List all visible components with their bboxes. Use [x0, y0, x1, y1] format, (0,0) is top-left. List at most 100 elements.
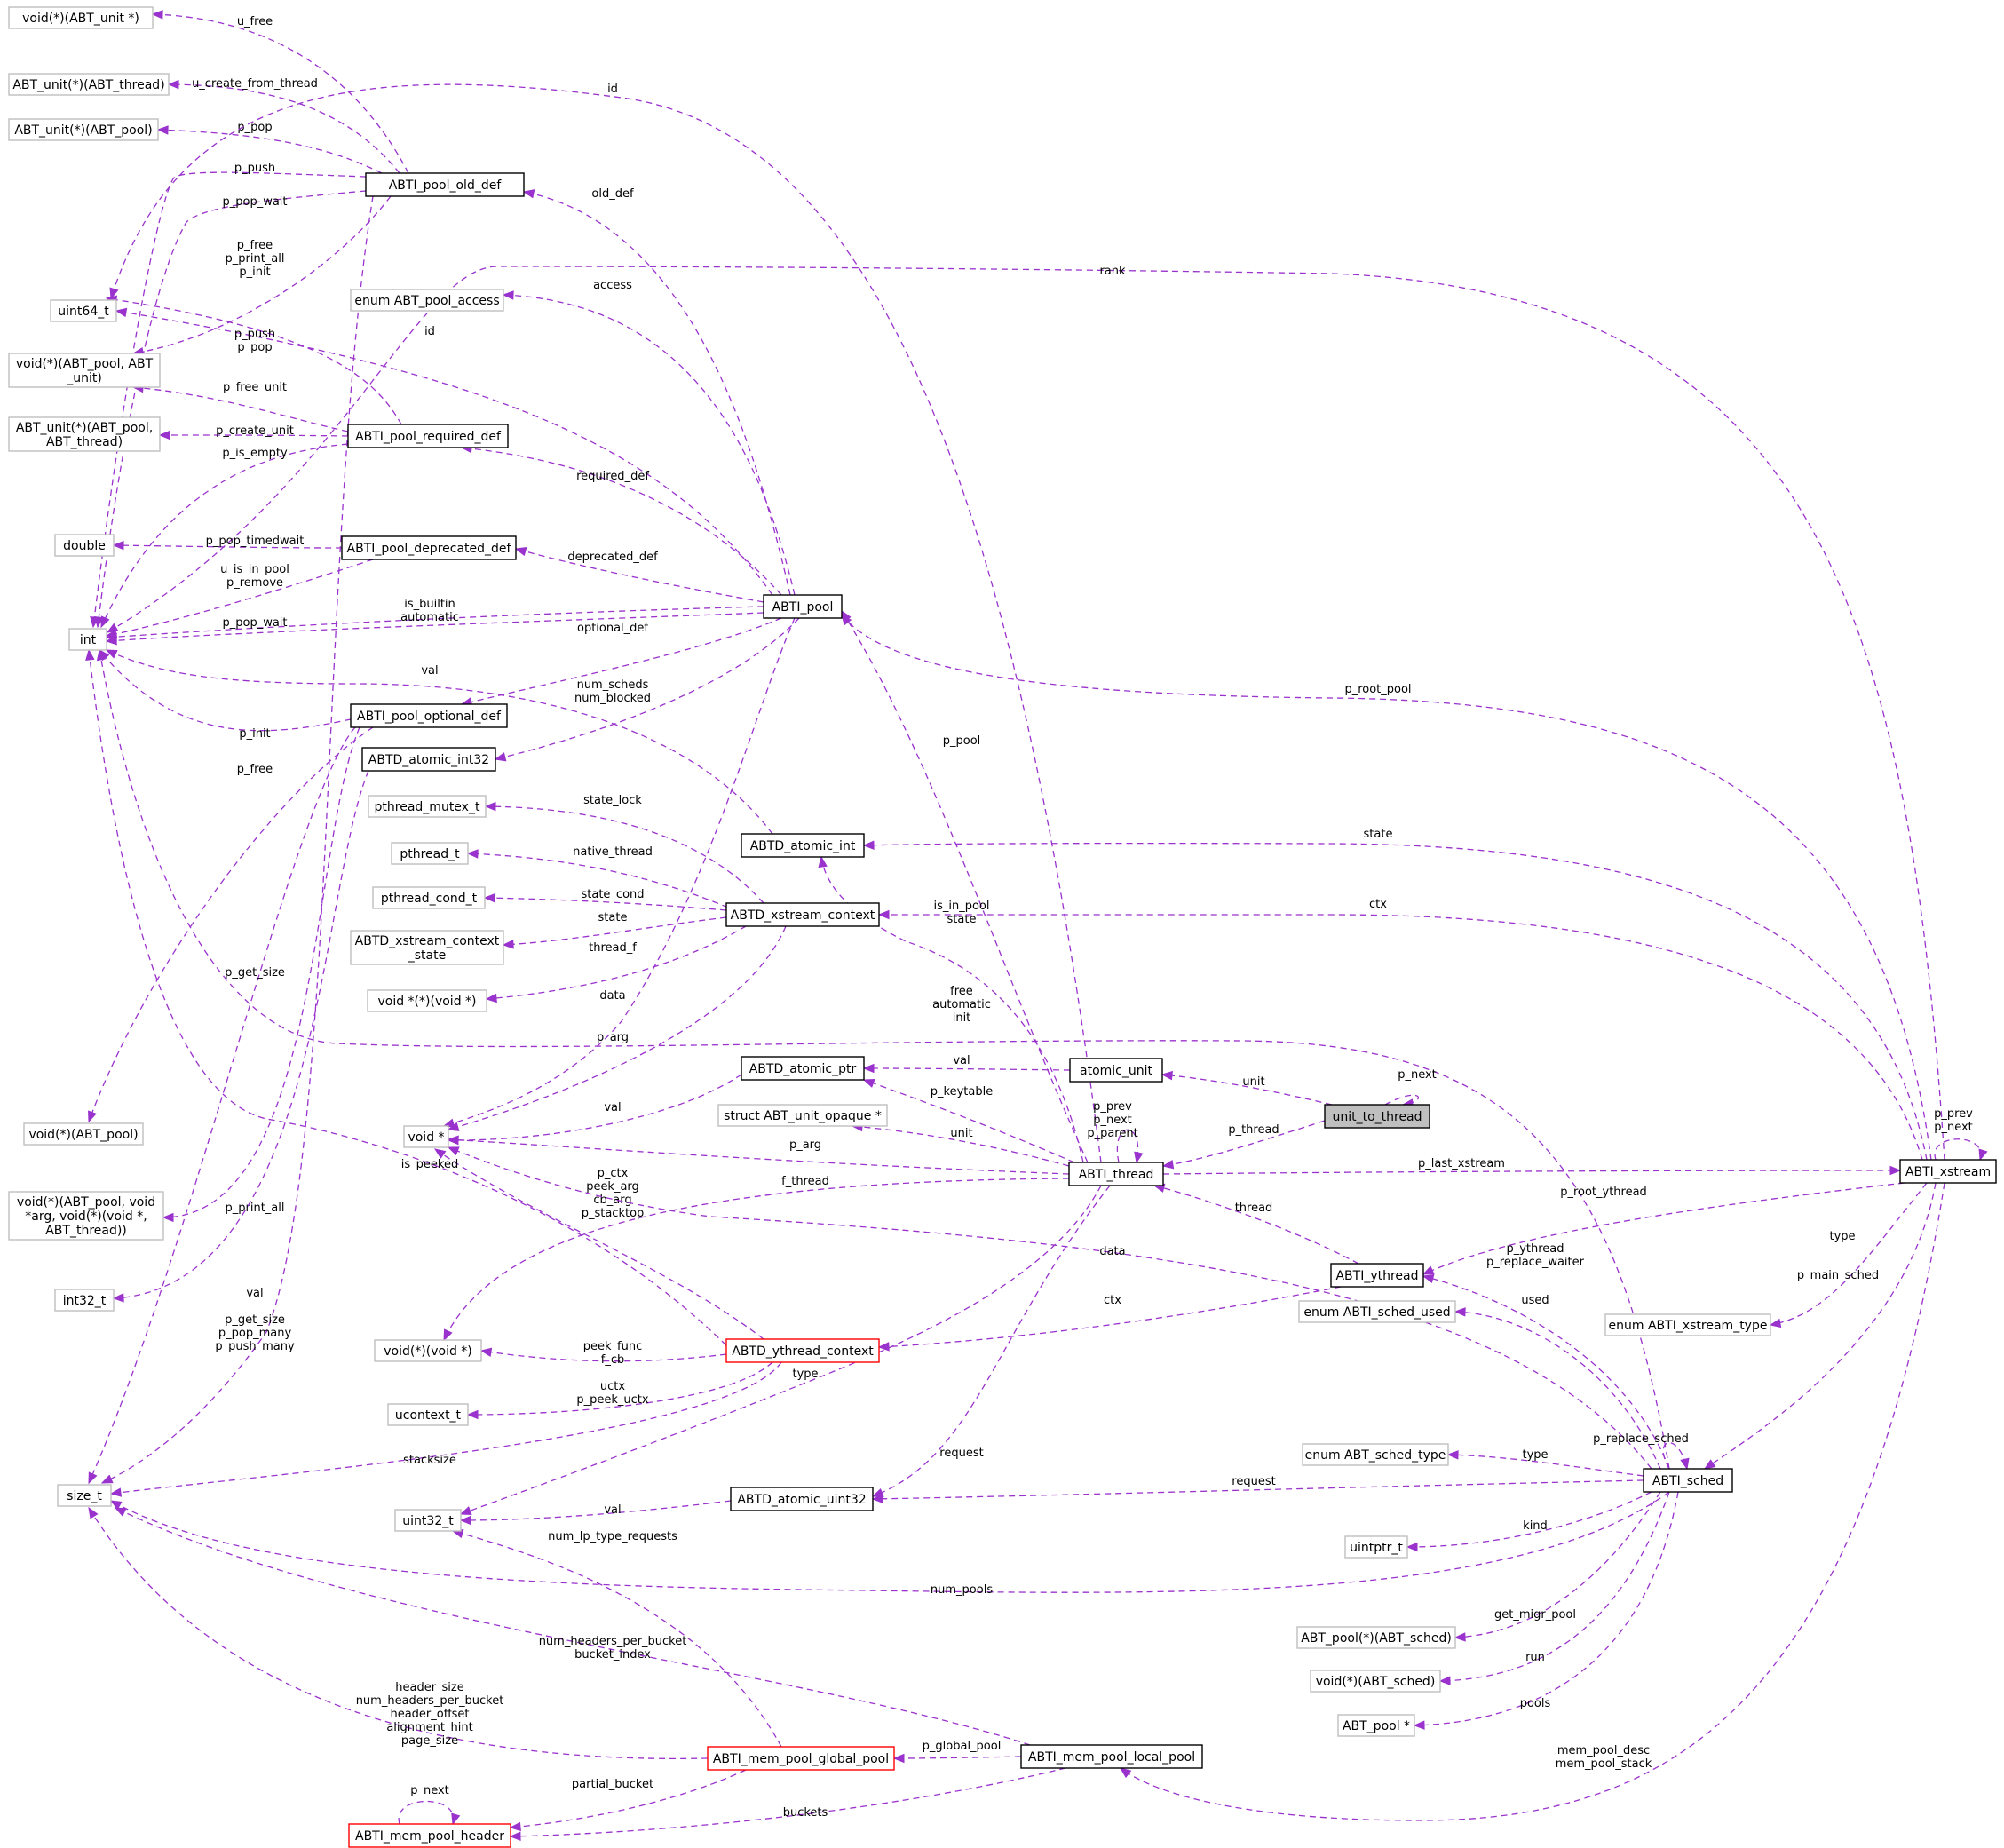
edge-line	[1116, 1129, 1139, 1163]
node-u2t[interactable]: unit_to_thread	[1324, 1104, 1430, 1129]
node-unit-pool-thread[interactable]: ABT_unit(*)(ABT_pool,ABT_thread)	[8, 416, 161, 452]
node-vpvp[interactable]: void *(*)(void *)	[367, 989, 487, 1012]
node-label: _unit)	[66, 371, 102, 385]
node-int32[interactable]: int32_t	[54, 1289, 115, 1312]
node-enum-stype[interactable]: enum ABT_sched_type	[1302, 1443, 1449, 1466]
edge-arrowhead	[112, 540, 124, 551]
edge-arrowhead	[100, 1474, 114, 1484]
node-xctx-state[interactable]: ABTD_xstream_context_state	[350, 930, 504, 965]
node-req-def[interactable]: ABTI_pool_required_def	[347, 424, 509, 448]
edge-label: header_offset	[390, 1708, 469, 1721]
edge-label: bucket_index	[574, 1648, 651, 1662]
edge-arrowhead	[85, 648, 95, 662]
edge-line	[523, 191, 791, 596]
node-uctx[interactable]: ucontext_t	[387, 1403, 469, 1426]
edge-opt-size: p_get_size	[88, 726, 356, 1485]
edge-line	[88, 649, 727, 1346]
node-pthread[interactable]: pthread_t	[391, 842, 469, 865]
node-box	[1069, 1058, 1163, 1083]
edge-arrowhead	[877, 909, 890, 920]
edge-thread-pool: p_pool	[841, 609, 1089, 1163]
edge-arrowhead	[109, 1500, 123, 1511]
edge-u2t-thread: p_thread	[1161, 1120, 1326, 1170]
node-pool[interactable]: ABTI_pool	[763, 594, 843, 619]
edge-label: val	[604, 1101, 621, 1114]
node-label: ABTI_ythread	[1335, 1269, 1418, 1283]
edge-label: p_ythread	[1506, 1242, 1564, 1256]
edge-label: header_size	[395, 1681, 464, 1694]
node-box	[8, 353, 161, 388]
edge-sched-stype: type	[1446, 1448, 1644, 1477]
node-uint64[interactable]: uint64_t	[50, 299, 117, 322]
node-migr[interactable]: ABT_pool(*)(ABT_sched)	[1296, 1626, 1456, 1649]
edge-xctx-mutex: state_lock	[484, 794, 764, 904]
node-box	[1068, 1162, 1164, 1186]
node-au32[interactable]: ABTD_atomic_uint32	[730, 1487, 874, 1511]
node-label: void *(*)(void *)	[377, 995, 476, 1009]
node-vf-unit[interactable]: void(*)(ABT_unit *)	[8, 6, 154, 29]
edge-label: state_lock	[583, 794, 642, 807]
edge-label: p_arg	[597, 1031, 629, 1044]
edge-line	[1422, 1275, 1670, 1470]
node-label: double	[63, 539, 106, 553]
node-uint32[interactable]: uint32_t	[394, 1509, 462, 1532]
node-aptr[interactable]: ABTD_atomic_ptr	[741, 1056, 865, 1081]
node-vf-print[interactable]: void(*)(ABT_pool, void*arg, void(*)(void…	[8, 1191, 164, 1241]
node-int[interactable]: int	[68, 628, 107, 651]
node-thread[interactable]: ABTI_thread	[1068, 1162, 1164, 1186]
node-sched[interactable]: ABTI_sched	[1643, 1468, 1733, 1493]
node-enum-used[interactable]: enum ABTI_sched_used	[1298, 1300, 1456, 1323]
edge-label: id	[607, 83, 618, 96]
edge-label: mem_pool_desc	[1557, 1744, 1650, 1757]
node-vf-pool-unit[interactable]: void(*)(ABT_pool, ABT_unit)	[8, 353, 161, 388]
edge-arrowhead	[447, 1146, 460, 1156]
node-size[interactable]: size_t	[57, 1484, 112, 1507]
node-cond[interactable]: pthread_cond_t	[372, 886, 486, 909]
edge-line	[485, 805, 764, 904]
edge-arrowhead	[862, 840, 875, 850]
edge-label: p_ctx	[598, 1167, 629, 1180]
node-enum-xtype[interactable]: enum ABTI_xstream_type	[1604, 1313, 1771, 1336]
node-lpool[interactable]: ABTI_mem_pool_local_pool	[1020, 1744, 1203, 1769]
node-label: ABT_unit(*)(ABT_pool)	[14, 123, 152, 138]
edge-xctx-vpvp: thread_f	[485, 925, 747, 1003]
node-yctx[interactable]: ABTD_ythread_context	[725, 1338, 880, 1363]
node-vfvp[interactable]: void(*)(void *)	[374, 1339, 482, 1362]
node-vf-sched[interactable]: void(*)(ABT_sched)	[1310, 1670, 1441, 1693]
node-ythread[interactable]: ABTI_ythread	[1330, 1263, 1424, 1288]
edge-label: val	[246, 1287, 263, 1300]
node-xctx[interactable]: ABTD_xstream_context	[725, 902, 880, 927]
node-box	[1302, 1443, 1449, 1466]
edge-label: val	[421, 664, 438, 678]
node-old-def[interactable]: ABTI_pool_old_def	[365, 172, 525, 197]
edge-arrowhead	[1680, 1457, 1690, 1471]
node-box	[1337, 1714, 1415, 1737]
edge-arrowhead	[1422, 1265, 1435, 1275]
edge-arrowhead	[451, 1812, 461, 1826]
node-uintptr[interactable]: uintptr_t	[1344, 1535, 1408, 1559]
node-dep-def[interactable]: ABTI_pool_deprecated_def	[341, 535, 517, 560]
node-box	[403, 1125, 449, 1148]
node-box	[348, 1823, 511, 1848]
edge-label: peek_arg	[586, 1180, 639, 1194]
node-header[interactable]: ABTI_mem_pool_header	[348, 1823, 511, 1848]
node-enum-access[interactable]: enum ABT_pool_access	[350, 289, 504, 312]
node-mutex[interactable]: pthread_mutex_t	[368, 795, 487, 818]
node-opt-def[interactable]: ABTI_pool_optional_def	[350, 703, 508, 728]
node-aint[interactable]: ABTD_atomic_int	[741, 833, 865, 858]
node-unit-opaque[interactable]: struct ABT_unit_opaque *	[717, 1104, 888, 1127]
node-vf-pool[interactable]: void(*)(ABT_pool)	[23, 1122, 144, 1146]
node-poolp[interactable]: ABT_pool *	[1337, 1714, 1415, 1737]
node-xstream[interactable]: ABTI_xstream	[1899, 1159, 1997, 1184]
node-atomic-unit[interactable]: atomic_unit	[1069, 1058, 1163, 1083]
node-unit-pool[interactable]: ABT_unit(*)(ABT_pool)	[8, 118, 159, 141]
node-ai32[interactable]: ABTD_atomic_int32	[361, 747, 496, 772]
edge-label: native_thread	[573, 845, 653, 859]
node-unit-thread[interactable]: ABT_unit(*)(ABT_thread)	[8, 73, 170, 96]
edge-line	[495, 617, 800, 760]
node-gpool[interactable]: ABTI_mem_pool_global_pool	[707, 1746, 895, 1771]
node-voidp[interactable]: void *	[403, 1125, 449, 1148]
node-double[interactable]: double	[54, 534, 115, 557]
